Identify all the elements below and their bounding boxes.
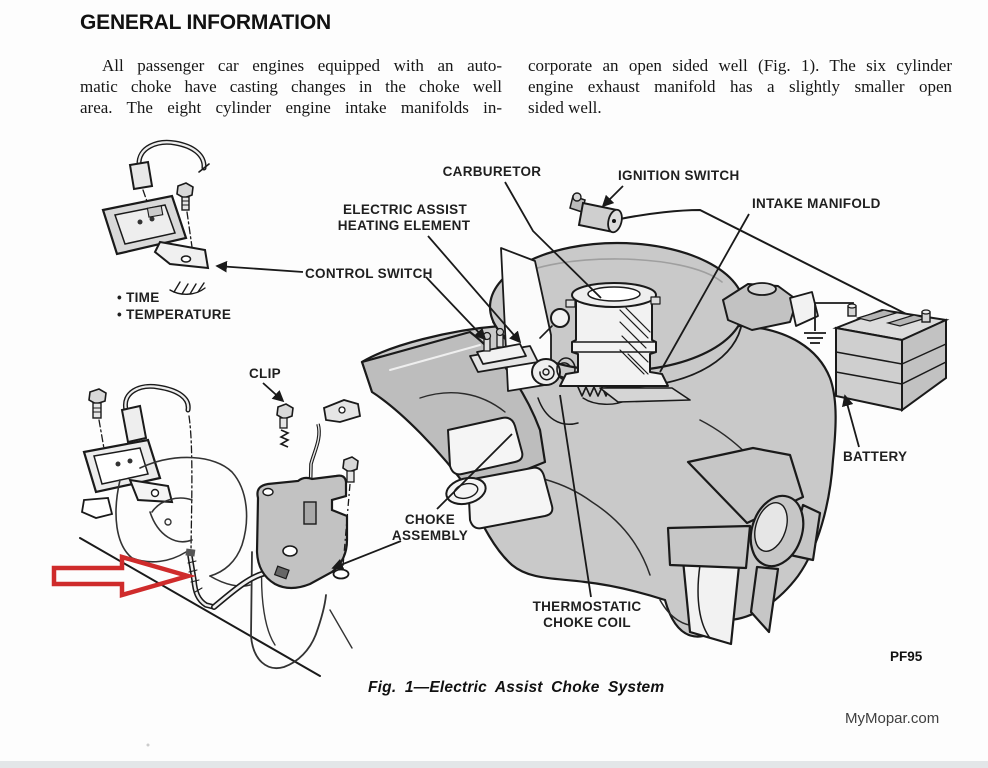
- label-electric-assist-line1: ELECTRIC ASSIST: [343, 202, 467, 217]
- label-choke-assembly-line1: CHOKE: [405, 512, 455, 527]
- figure-labels: CARBURETOR IGNITION SWITCH ELECTRIC ASSI…: [117, 164, 923, 664]
- body-line: engine exhaust manifold has a slightly s…: [528, 77, 952, 96]
- body-line: corporate an open sided well (Fig. 1). T…: [528, 56, 952, 75]
- figure-code: PF95: [890, 649, 923, 664]
- choke-assembly-part: [255, 399, 362, 590]
- label-clip: CLIP: [249, 366, 281, 381]
- label-control-switch: CONTROL SWITCH: [305, 266, 433, 281]
- watermark: MyMopar.com: [845, 710, 940, 727]
- heating-element-part: [469, 327, 539, 373]
- ignition-to-battery-wire: [619, 208, 933, 328]
- choke-well: [445, 476, 487, 506]
- label-carburetor: CARBURETOR: [443, 164, 542, 179]
- control-switch-exploded-inset: [101, 139, 210, 295]
- label-bullet-temperature: • TEMPERATURE: [117, 307, 231, 322]
- label-ignition-switch: IGNITION SWITCH: [618, 168, 740, 183]
- control-switch-installed-inset: [79, 383, 353, 677]
- clip-part: [276, 399, 362, 448]
- body-line: All passenger car engines equipped with …: [102, 56, 502, 75]
- body-line: area. The eight cylinder engine intake m…: [80, 98, 502, 117]
- exhaust-manifold: [447, 416, 524, 476]
- carburetor-part: [539, 282, 691, 405]
- figure-caption: Fig. 1—Electric Assist Choke System: [368, 679, 665, 696]
- bolt: [176, 182, 194, 211]
- body-text-right-column: corporate an open sided well (Fig. 1). T…: [528, 55, 952, 118]
- fan: [666, 446, 822, 646]
- scan-speck: [146, 743, 150, 747]
- label-bullet-time: • TIME: [117, 290, 160, 305]
- scan-bottom-band: [0, 761, 988, 768]
- label-battery: BATTERY: [843, 449, 907, 464]
- label-thermostatic-line1: THERMOSTATIC: [533, 599, 642, 614]
- engine-illustration: [360, 241, 837, 646]
- battery-part: [832, 303, 950, 412]
- body-line: sided well.: [528, 98, 602, 117]
- label-choke-assembly-line2: ASSEMBLY: [392, 528, 468, 543]
- label-thermostatic-line2: CHOKE COIL: [543, 615, 631, 630]
- red-arrow-annotation: [51, 554, 197, 598]
- wiring: [569, 192, 950, 412]
- ignition-switch-part: [569, 192, 623, 234]
- page-title: GENERAL INFORMATION: [80, 11, 331, 34]
- body-text-left-column: All passenger car engines equipped with …: [80, 55, 502, 118]
- body-line: matic choke have casting changes in the …: [80, 77, 502, 96]
- leader-lines: [215, 181, 860, 598]
- label-intake-manifold: INTAKE MANIFOLD: [752, 196, 881, 211]
- label-electric-assist-line2: HEATING ELEMENT: [338, 218, 471, 233]
